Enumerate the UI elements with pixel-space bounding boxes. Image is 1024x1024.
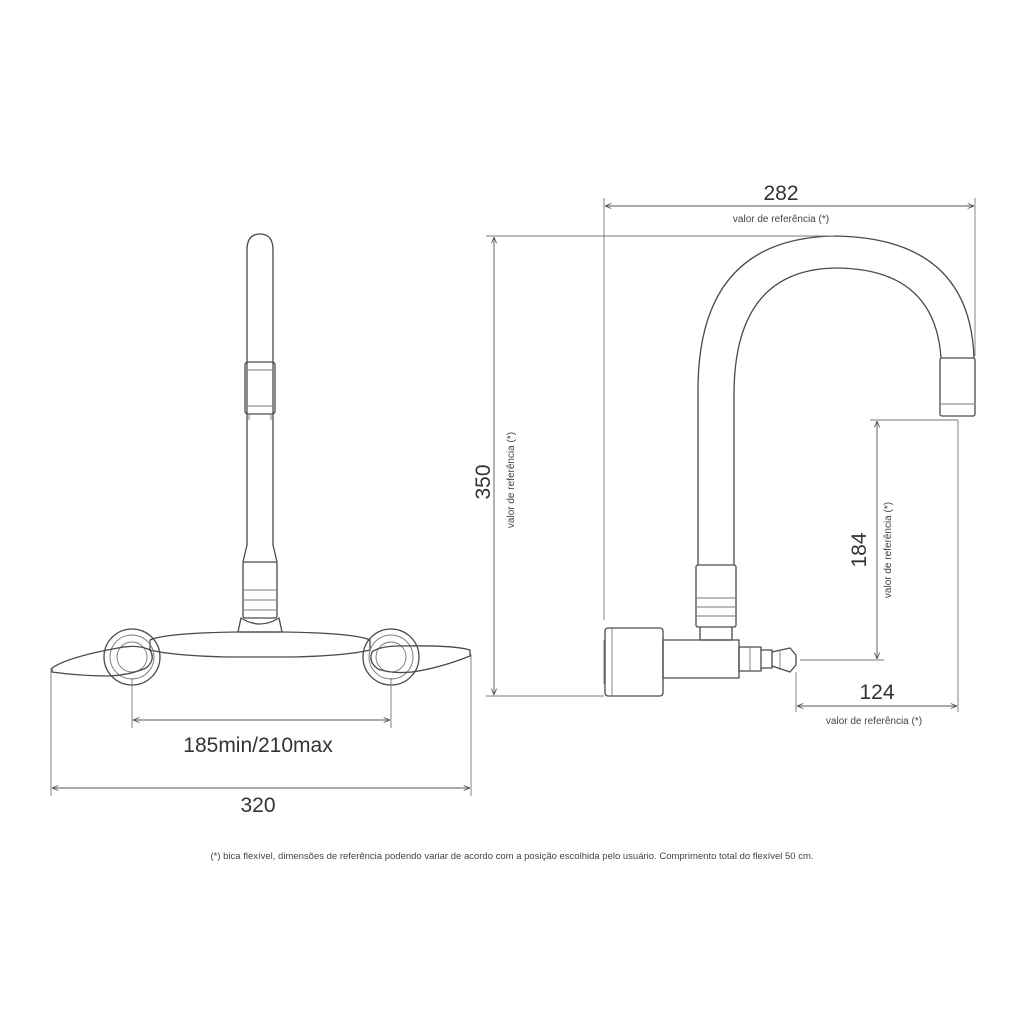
front-spout: [237, 233, 283, 633]
front-view: [51, 233, 471, 686]
front-right-lever: [370, 645, 471, 674]
wall-projection-note: valor de referência (*): [826, 716, 922, 727]
side-wall-flange: [603, 627, 664, 697]
center-distance-label: 185min/210max: [183, 734, 333, 757]
overall-height-label: 350: [472, 464, 495, 499]
overall-height-note: valor de referência (*): [506, 432, 517, 528]
wall-projection-label: 124: [859, 681, 894, 704]
dim-spout-reach: 282 valor de referência (*): [603, 182, 976, 620]
footnote: (*) bica flexível, dimensões de referênc…: [210, 851, 813, 862]
dim-overall-height: 350 valor de referência (*): [472, 235, 835, 697]
dim-spout-height: 184 valor de referência (*): [800, 419, 958, 661]
dim-overall-width: 320: [50, 654, 472, 817]
side-view: [603, 235, 976, 697]
dim-center-distance: 185min/210max: [131, 678, 392, 757]
side-body: [662, 639, 797, 679]
side-spout-tip: [939, 357, 976, 417]
spout-height-label: 184: [848, 532, 871, 567]
front-left-lever: [51, 645, 153, 677]
spout-reach-note: valor de referência (*): [733, 214, 829, 225]
spout-reach-label: 282: [763, 182, 798, 205]
side-spout: [697, 235, 975, 566]
overall-width-label: 320: [240, 794, 275, 817]
side-collar: [695, 564, 737, 641]
front-body: [149, 631, 371, 658]
dim-wall-projection: 124 valor de referência (*): [795, 420, 959, 727]
spout-height-note: valor de referência (*): [883, 502, 894, 598]
